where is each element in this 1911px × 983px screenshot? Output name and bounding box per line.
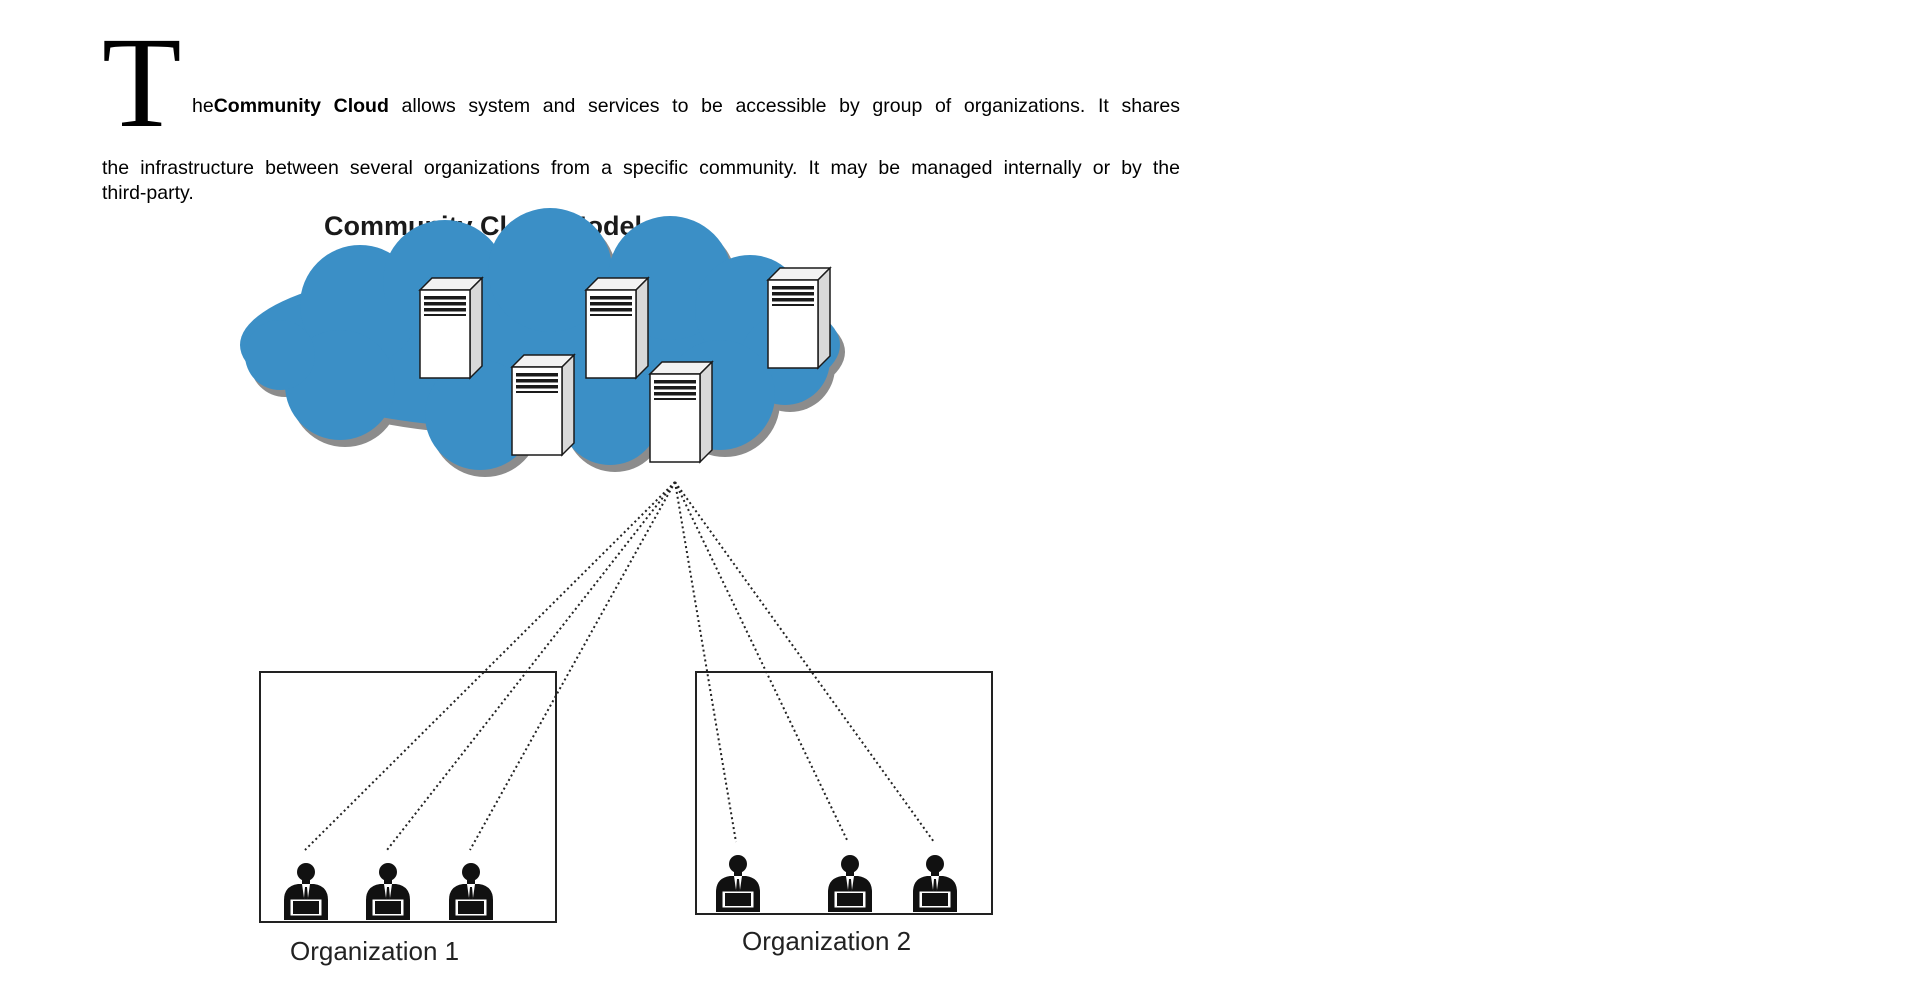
user-at-laptop-icon [283,862,329,921]
server-tower-icon [649,361,713,463]
bold-term: Community Cloud [213,95,389,117]
organization-2-label: Organization 2 [742,926,911,956]
drop-cap: T [102,11,182,155]
server-tower-icon [585,277,649,379]
paragraph-line-3: third-party. [102,182,194,204]
paragraph-body: the infrastructure between several organ… [102,156,1180,206]
paragraph-prefix: he [192,95,214,117]
community-cloud-diagram: Community Cloud Model [230,200,1060,980]
user-at-laptop-icon [365,862,411,921]
server-tower-icon [767,267,831,369]
organization-2-box [695,671,993,915]
user-at-laptop-icon [912,854,958,913]
server-tower-icon [419,277,483,379]
organization-1-label: Organization 1 [290,936,459,966]
user-at-laptop-icon [715,854,761,913]
user-at-laptop-icon [827,854,873,913]
organization-1-box [259,671,557,923]
paragraph-suffix: allows system and services to be accessi… [388,95,1180,117]
paragraph-first-line: heCommunity Cloud allows system and serv… [192,94,1180,118]
connection-lines [304,481,935,851]
paragraph-line-2: the infrastructure between several organ… [102,157,1180,179]
user-at-laptop-icon [448,862,494,921]
server-tower-icon [511,354,575,456]
